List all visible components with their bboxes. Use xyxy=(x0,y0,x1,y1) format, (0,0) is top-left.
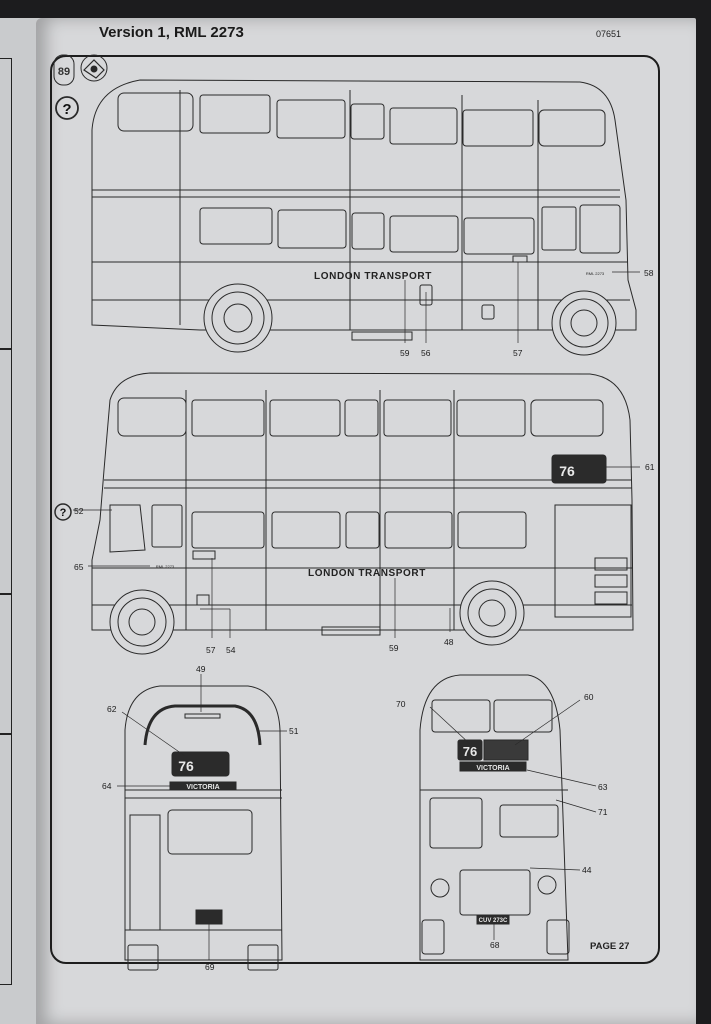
callout-56: 56 xyxy=(421,348,431,358)
route-number: 76 xyxy=(178,758,194,774)
callout-59: 59 xyxy=(400,348,410,358)
registration-lettering: RML 2273 xyxy=(586,271,605,276)
optional-question-icon: ? xyxy=(55,96,79,120)
decal-symbol-icon xyxy=(80,54,108,82)
callout-44: 44 xyxy=(582,865,592,875)
callout-70: 70 xyxy=(396,699,406,709)
number-plate: CUV 273C xyxy=(479,918,508,924)
paint-code-icon: 89 xyxy=(53,54,75,86)
route-number: 76 xyxy=(463,744,477,759)
svg-text:?: ? xyxy=(60,507,67,519)
callout-49: 49 xyxy=(196,664,206,674)
route-blind xyxy=(551,454,607,484)
page-number: PAGE 27 xyxy=(590,941,630,952)
callout-60: 60 xyxy=(584,692,594,702)
fleet-name-lettering: LONDON TRANSPORT xyxy=(308,568,426,579)
callout-62: 62 xyxy=(107,704,117,714)
page-frame xyxy=(50,55,660,964)
route-blind xyxy=(171,751,230,777)
callout-69: 69 xyxy=(205,962,215,972)
callout-54: 54 xyxy=(226,645,236,655)
registration-lettering: RML 2273 xyxy=(156,564,175,569)
callout-48: 48 xyxy=(444,637,454,647)
callout-68: 68 xyxy=(490,940,500,950)
callout-61: 61 xyxy=(645,462,655,472)
callout-71: 71 xyxy=(598,807,608,817)
optional-question-icon-small: ? xyxy=(54,503,72,521)
instruction-page xyxy=(36,18,696,1024)
kit-code: 07651 xyxy=(596,29,622,39)
callout-64: 64 xyxy=(102,781,112,791)
svg-text:?: ? xyxy=(62,101,71,118)
bus-front-view: 76 VICTORIA CUV 273C 70 60 63 71 44 xyxy=(396,674,608,961)
callout-51: 51 xyxy=(289,726,299,736)
callout-63: 63 xyxy=(598,782,608,792)
destination-blind: VICTORIA xyxy=(476,765,509,772)
callout-57: 57 xyxy=(206,645,216,655)
page-title: Version 1, RML 2273 xyxy=(99,24,244,41)
callout-58: 58 xyxy=(644,268,654,278)
bus-side-view-nearside: 76 LONDON TRANSPORT RML 2273 61 52 65 57… xyxy=(73,372,655,655)
route-number: 76 xyxy=(559,463,575,479)
callout-65: 65 xyxy=(74,562,84,572)
fleet-name-lettering: LONDON TRANSPORT xyxy=(314,271,432,282)
svg-text:89: 89 xyxy=(58,66,70,78)
bus-side-view-offside: LONDON TRANSPORT RML 2273 58 59 56 57 xyxy=(91,79,654,358)
destination-blind: VICTORIA xyxy=(186,784,219,791)
callout-57: 57 xyxy=(513,348,523,358)
bus-rear-view: 76 VICTORIA 49 62 51 64 69 xyxy=(102,664,299,972)
callout-52: 52 xyxy=(74,506,84,516)
callout-59: 59 xyxy=(389,643,399,653)
